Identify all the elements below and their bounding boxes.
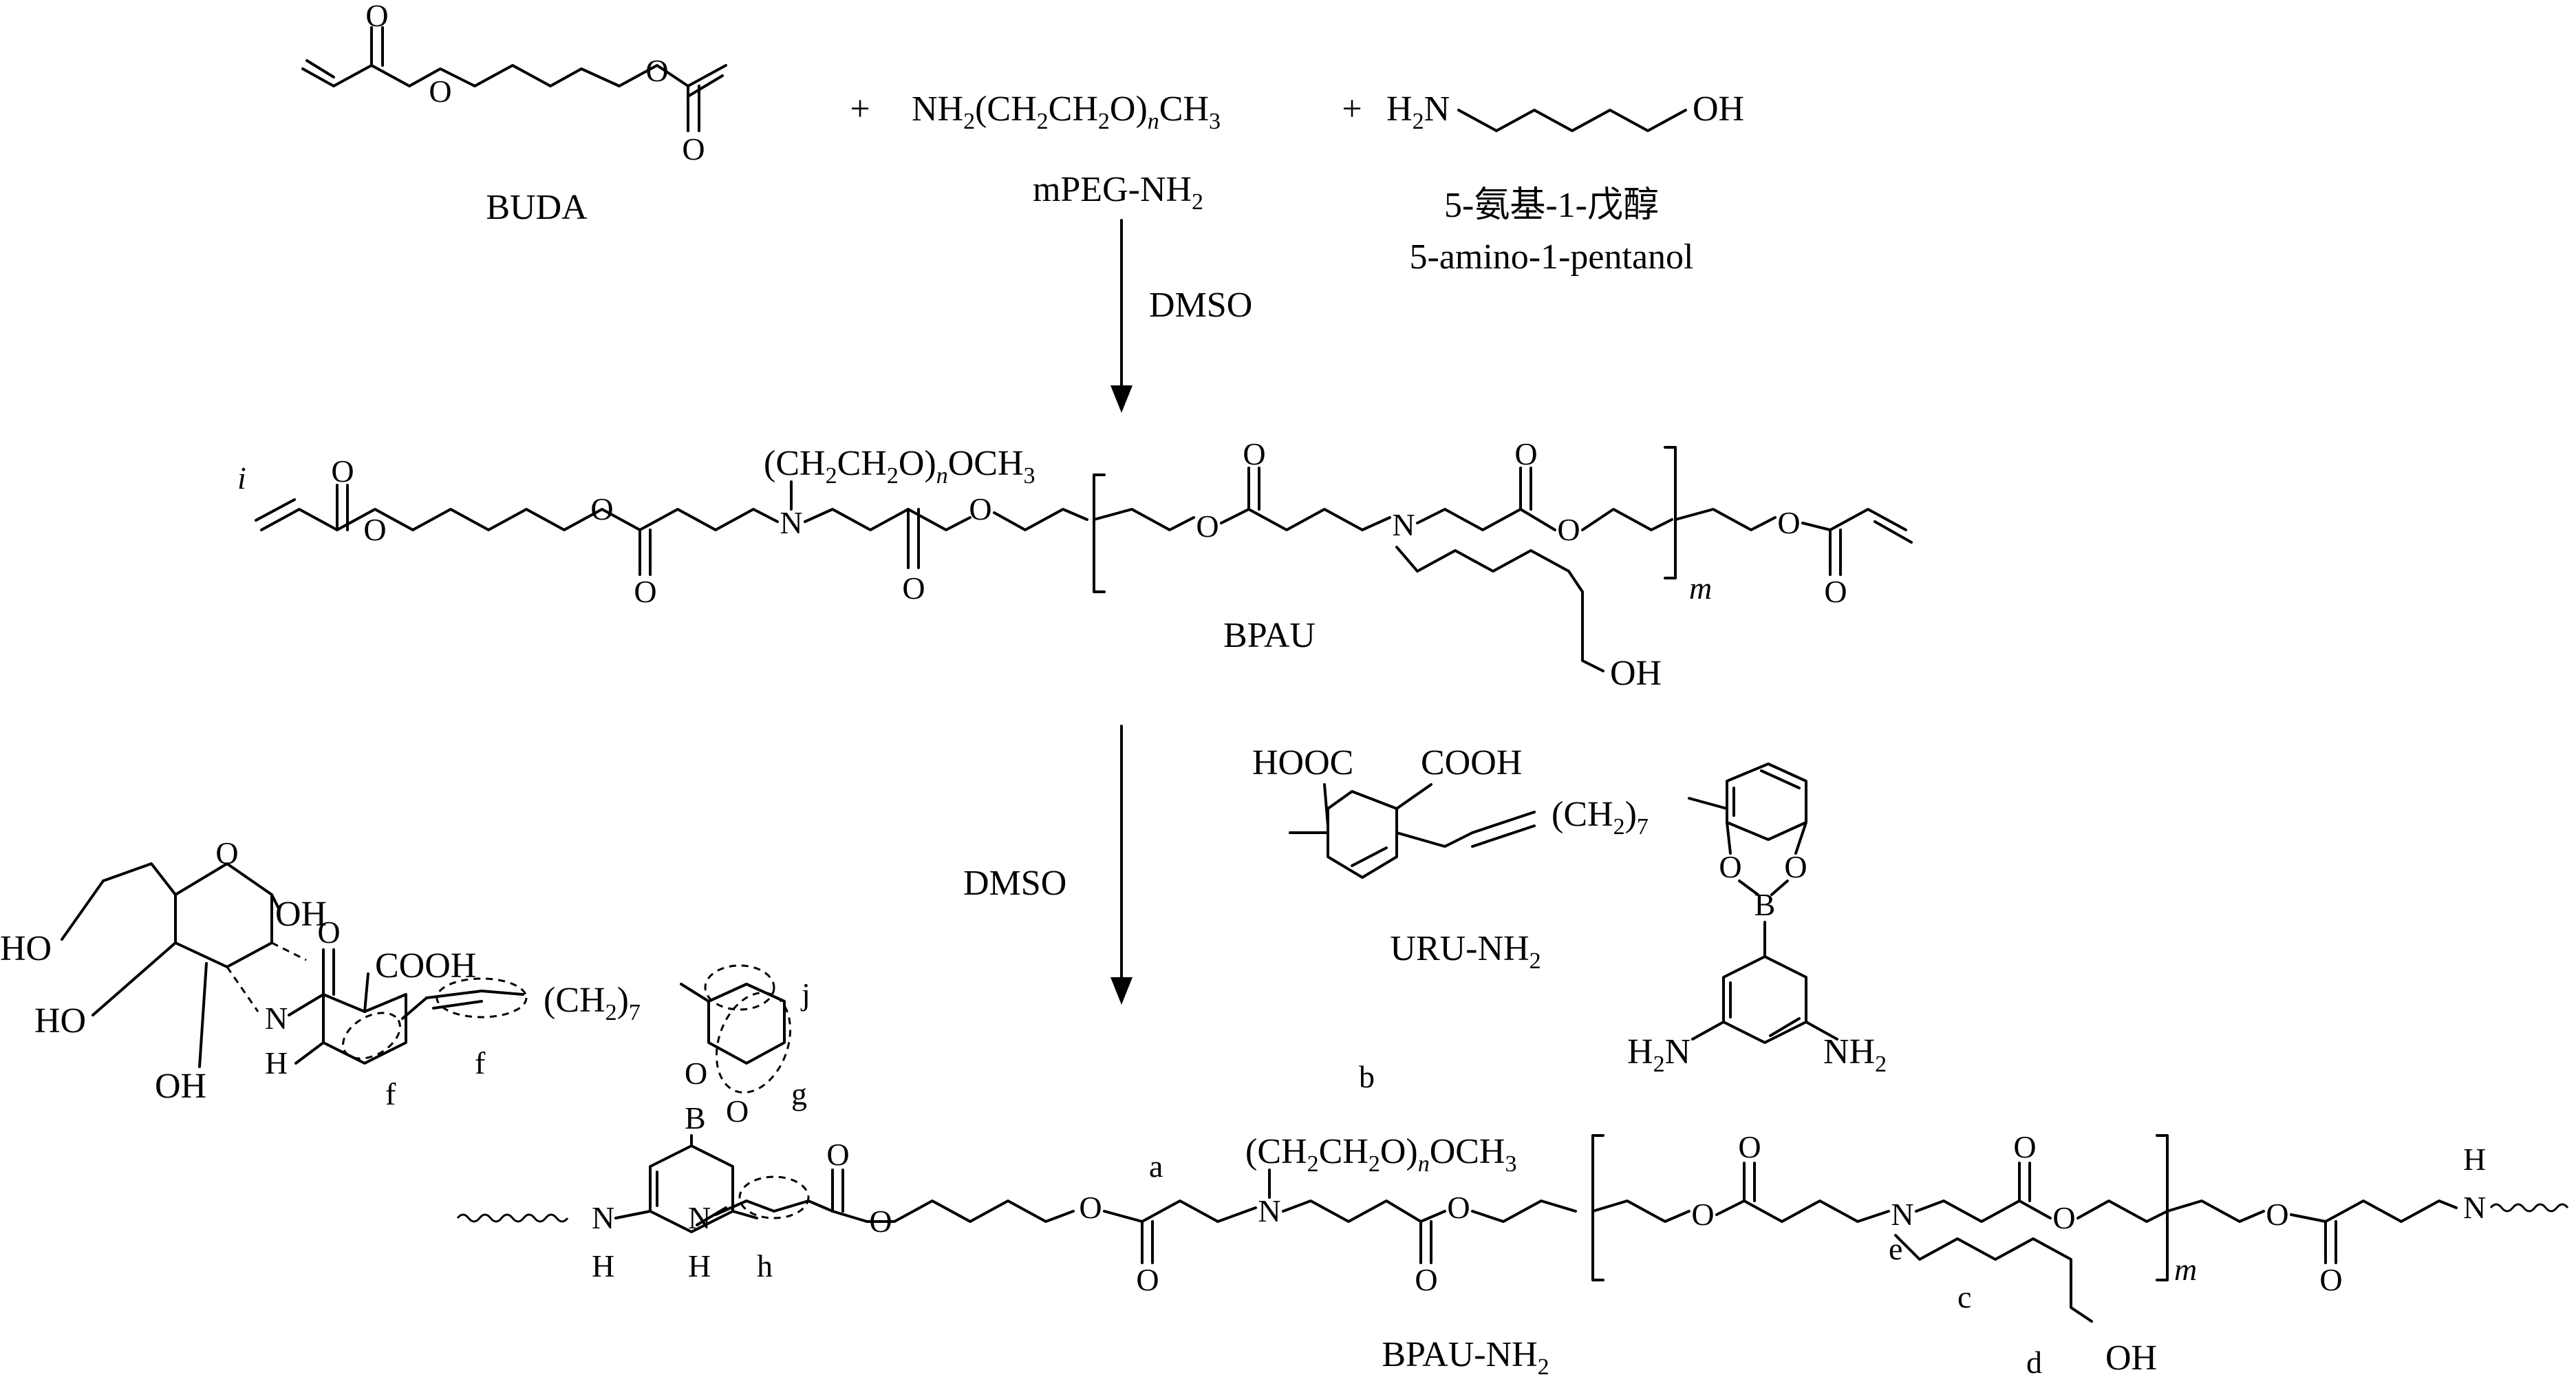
product-nh-n-3: N [2463, 1190, 2486, 1225]
plus-sign-1: + [850, 89, 870, 129]
product-boronate-o-2: O [726, 1094, 749, 1129]
arrow2-reagent: DMSO [963, 864, 1066, 903]
product-o-10: O [2052, 1200, 2075, 1235]
peak-label-d: d [2026, 1345, 2042, 1380]
peak-label-a: a [1149, 1149, 1163, 1184]
product-o-6: O [1447, 1190, 1470, 1225]
uru-cooh: COOH [1421, 743, 1522, 782]
bpau-o-4: O [634, 574, 656, 609]
product-o-1: O [826, 1137, 849, 1172]
product-nh-h-2: H [688, 1248, 711, 1283]
product-oh: OH [2105, 1339, 2157, 1378]
bpau-o-2: O [363, 512, 386, 547]
uru-b: B [1754, 887, 1776, 922]
product-o-8: O [1738, 1129, 1761, 1164]
peak-label-f1: f [385, 1076, 396, 1111]
product-nh-n-1: N [592, 1200, 614, 1235]
sugar-amide-o: O [317, 915, 340, 950]
product-nh-h-3: H [2463, 1142, 2486, 1177]
peak-label-g: g [791, 1076, 807, 1111]
buda-carbonyl-o: O [365, 0, 388, 33]
bpau-n-2: N [1392, 507, 1415, 542]
sugar-nh-h: H [265, 1045, 288, 1080]
product-o-11: O [2266, 1197, 2288, 1232]
product-nh-h-1: H [592, 1248, 614, 1283]
uru-h2n: H2N [1627, 1032, 1690, 1077]
product-m: m [2174, 1252, 2197, 1287]
sugar-oh-1: OH [275, 895, 327, 934]
peak-label-e: e [1889, 1231, 1902, 1266]
buda-carbonyl-o2: O [682, 131, 705, 167]
bpau-o-11: O [1777, 505, 1800, 540]
product-peg-side: (CH2CH2O)nOCH3 [1245, 1132, 1516, 1177]
plus-sign-2: + [1342, 89, 1362, 129]
uru-o-1: O [1719, 849, 1741, 884]
product-ch2-7: (CH2)7 [544, 981, 641, 1025]
product-o-4: O [1136, 1262, 1159, 1297]
sugar-ho-2: HO [34, 1001, 86, 1041]
product-o-12: O [2319, 1262, 2342, 1297]
bpau-o-12: O [1824, 574, 1847, 609]
bpau-m: m [1689, 571, 1712, 606]
product-o-7: O [1691, 1197, 1714, 1232]
sugar-ho-1: HO [0, 929, 52, 968]
bpau-o-3: O [590, 491, 613, 526]
amine-label-cn: 5-氨基-1-戊醇 [1444, 186, 1659, 225]
bpau-o-1: O [331, 454, 354, 489]
arrow1-reagent: DMSO [1149, 286, 1252, 325]
product-nh-n-2: N [688, 1200, 711, 1235]
buda-label: BUDA [486, 188, 588, 227]
uru-nh2-structure: HOOC COOH (CH2)7 O O B H2N NH2 URU-NH2 [1252, 743, 1887, 1077]
uru-nh2: NH2 [1823, 1032, 1887, 1077]
product-o-3: O [1079, 1190, 1102, 1225]
mpeg-label: mPEG-NH2 [1033, 170, 1203, 215]
bpau-o-5: O [902, 571, 925, 606]
product-o-9: O [2013, 1129, 2036, 1164]
peak-label-j: j [800, 977, 811, 1012]
bpau-peg-side: (CH2CH2O)nOCH3 [764, 444, 1035, 489]
amine-h2n: H2N [1386, 89, 1450, 134]
bpau-o-7: O [1196, 509, 1219, 544]
buda-structure: O O O O BUDA [301, 0, 727, 227]
product-boronate-o-1: O [685, 1056, 707, 1091]
amine-oh: OH [1693, 89, 1744, 129]
peak-label-h: h [757, 1248, 773, 1283]
peak-label-c: c [1957, 1279, 1971, 1314]
buda-ester-o: O [429, 74, 451, 109]
sugar-nh-n: N [265, 1001, 288, 1036]
product-chain: N H N H h O O O O a N (CH2CH2O)nOCH3 b O… [456, 1059, 2569, 1380]
amine-label-en: 5-amino-1-pentanol [1410, 237, 1694, 277]
bpau-structure: i O O O O N (CH2CH2O)nOCH3 O O O O N O O [237, 436, 1913, 693]
uru-label: URU-NH2 [1390, 929, 1541, 974]
buda-ester-o2: O [645, 53, 668, 88]
uru-ch2-7: (CH2)7 [1552, 795, 1649, 840]
sugar-oh-2: OH [155, 1067, 206, 1106]
aminopentanol-structure: H2N OH 5-氨基-1-戊醇 5-amino-1-pentanol [1386, 89, 1744, 277]
bpau-o-8: O [1243, 436, 1265, 471]
mpeg-nh2-structure: NH2(CH2CH2O)nCH3 mPEG-NH2 [912, 89, 1221, 215]
product-cooh: COOH [375, 946, 476, 985]
mpeg-formula: NH2(CH2CH2O)nCH3 [912, 89, 1221, 134]
glucosamine-unit: O HO OH HO OH N H O COOH f f (CH2)7 j [0, 835, 811, 1136]
bpau-o-6: O [969, 491, 991, 526]
peak-label-b: b [1359, 1059, 1375, 1094]
label-i: i [237, 460, 246, 495]
bpau-n-1: N [780, 505, 802, 540]
bpau-oh: OH [1610, 654, 1662, 693]
product-n-1: N [1258, 1193, 1280, 1228]
product-b: B [685, 1100, 706, 1136]
product-n-2: N [1891, 1197, 1913, 1232]
product-o-5: O [1415, 1262, 1437, 1297]
reaction-arrow-1: DMSO [1110, 219, 1252, 413]
uru-o-2: O [1784, 849, 1807, 884]
reaction-arrow-2: DMSO [963, 725, 1133, 1005]
product-label: BPAU-NH2 [1382, 1335, 1549, 1380]
peak-label-f2: f [475, 1045, 486, 1080]
uru-hooc: HOOC [1252, 743, 1353, 782]
bpau-label: BPAU [1223, 616, 1316, 655]
bpau-o-10: O [1557, 512, 1580, 547]
bpau-o-9: O [1514, 436, 1537, 471]
sugar-ring-o: O [215, 835, 238, 871]
